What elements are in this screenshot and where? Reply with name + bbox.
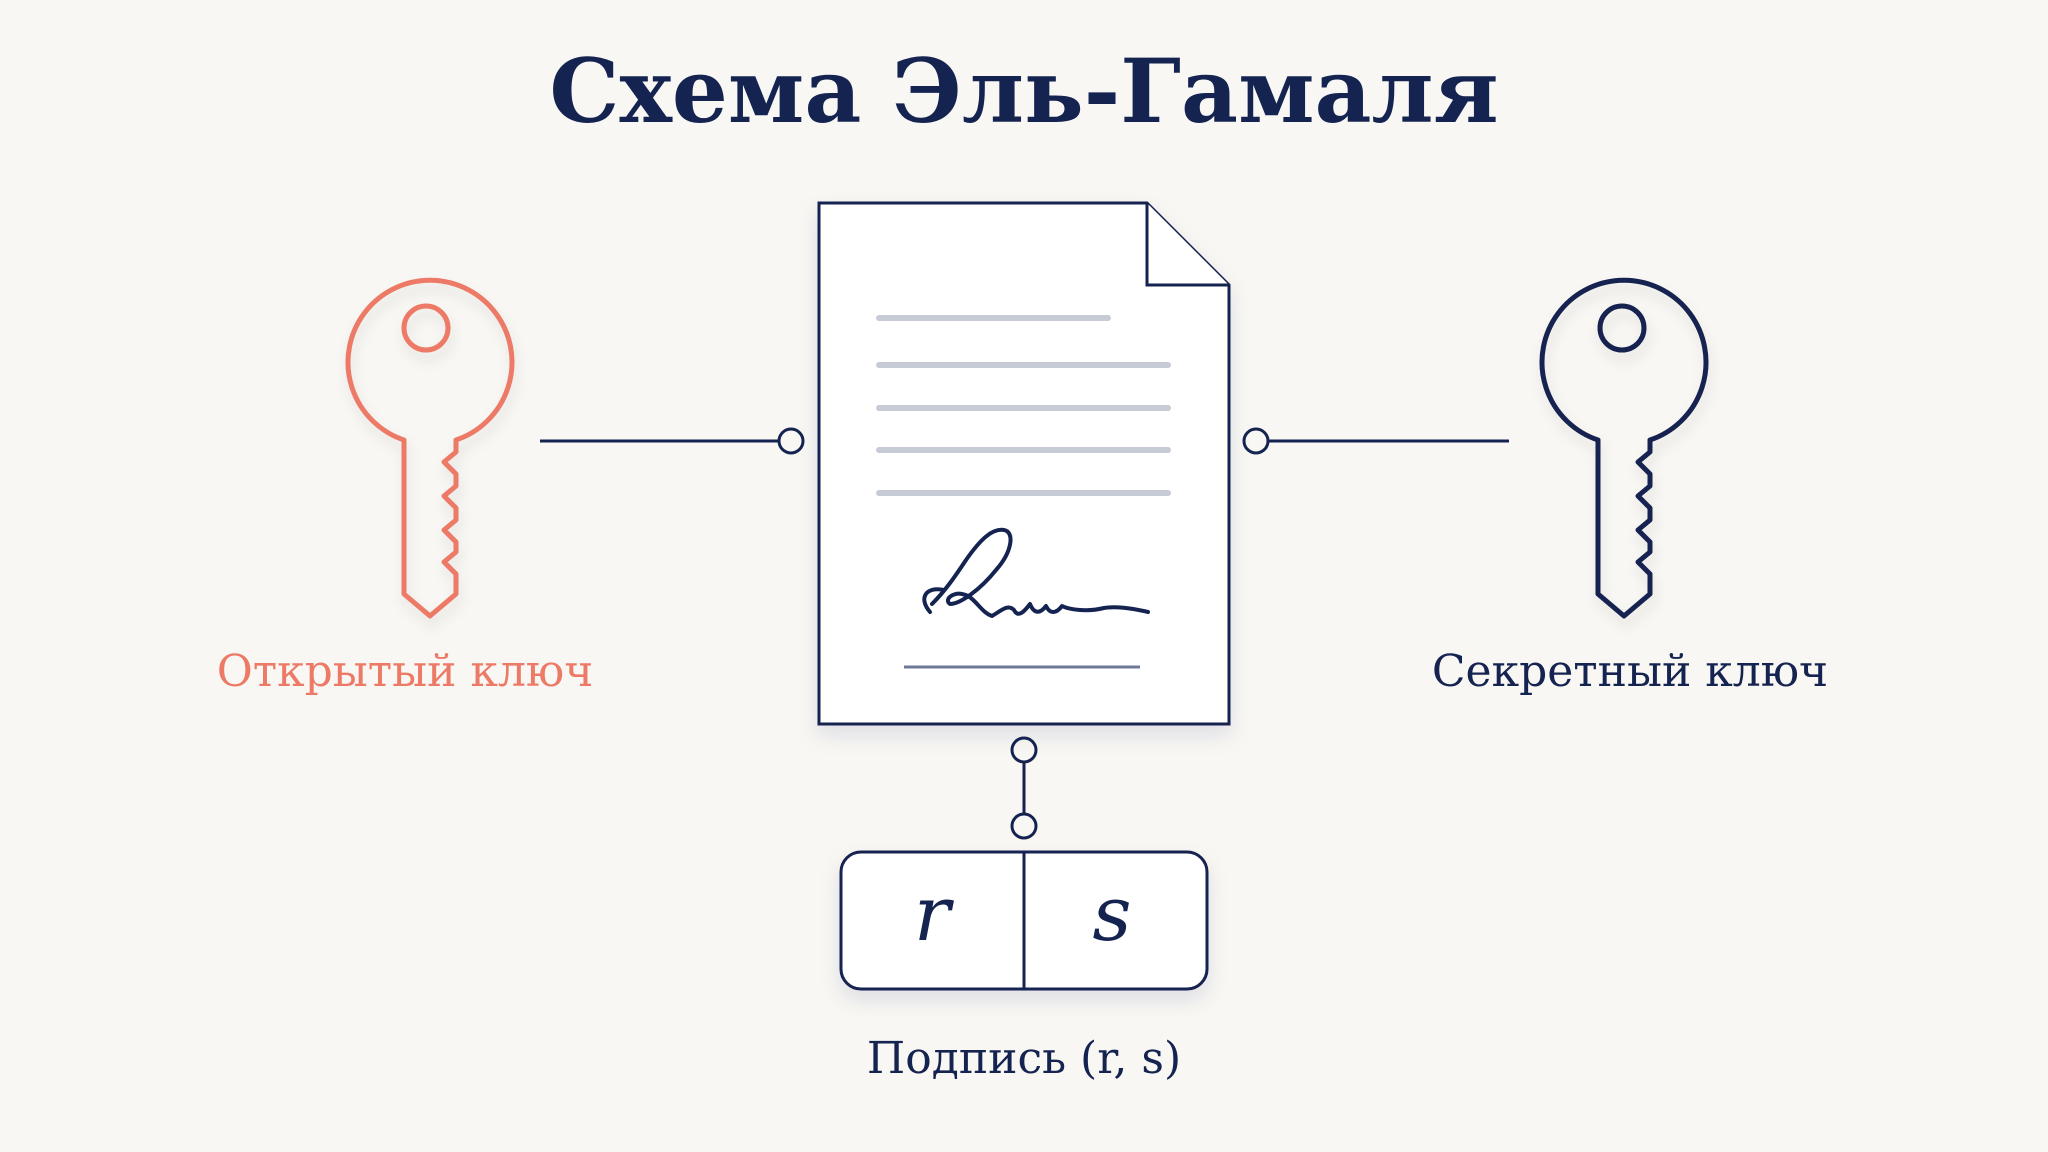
signature-s-value: s xyxy=(1092,869,1131,958)
diagram-title: Схема Эль-Гамаля xyxy=(549,39,1498,143)
document-text-lines xyxy=(876,315,1171,496)
secret-key-icon xyxy=(1539,277,1709,619)
signature-r-value: r xyxy=(914,869,955,958)
secret-key-label: Секретный ключ xyxy=(1432,646,1828,697)
handwritten-signature xyxy=(930,527,1150,618)
document-page xyxy=(817,201,1231,726)
signature-box: r s xyxy=(839,850,1209,991)
document-folded-corner xyxy=(1145,203,1229,287)
signed-document xyxy=(817,201,1231,726)
signature-connector xyxy=(1010,736,1038,840)
public-key-connector xyxy=(540,427,805,455)
signature-label: Подпись (r, s) xyxy=(867,1033,1181,1084)
signature-flourish xyxy=(922,587,946,614)
public-key-label: Открытый ключ xyxy=(217,646,594,697)
secret-key-connector xyxy=(1242,427,1509,455)
public-key-icon xyxy=(345,277,515,619)
